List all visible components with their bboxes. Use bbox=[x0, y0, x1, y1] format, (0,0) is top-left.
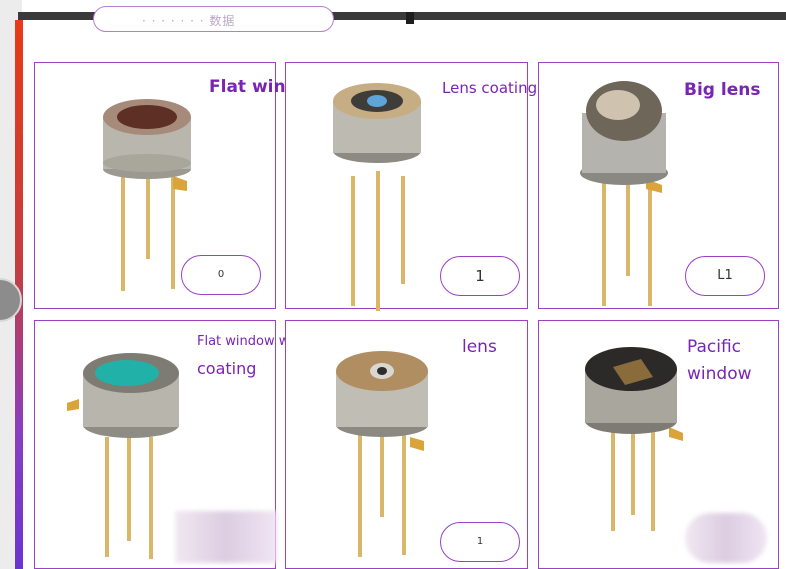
product-card-flat-window-coating[interactable]: Flat window with coating bbox=[34, 320, 306, 569]
product-label-line1: Pacific bbox=[687, 337, 742, 357]
product-badge[interactable]: 1 bbox=[440, 256, 520, 296]
sensor-big-lens-image bbox=[580, 81, 668, 306]
product-label-line2: coating bbox=[197, 359, 257, 378]
sensor-pacific-window-image bbox=[585, 347, 683, 531]
blurred-badge bbox=[175, 511, 277, 563]
category-pill-text: · · · · · · · 数据 bbox=[142, 14, 236, 28]
product-badge[interactable]: 0 bbox=[181, 255, 261, 295]
product-label-line1: Flat window with bbox=[197, 334, 307, 349]
product-card-flat-window[interactable]: Flat window 0 bbox=[34, 62, 325, 309]
product-card-lens-coating[interactable]: Lens coating 1 bbox=[285, 62, 537, 311]
sensor-flat-window-coating-image bbox=[67, 353, 179, 559]
product-card-lens[interactable]: lens 1 bbox=[285, 320, 528, 569]
product-card-big-lens[interactable]: Big lens L1 bbox=[538, 62, 779, 309]
sensor-lens-image bbox=[336, 351, 428, 557]
sensor-flat-window-image bbox=[103, 99, 191, 291]
top-frame-bar bbox=[18, 12, 786, 20]
product-label-line2: window bbox=[687, 364, 752, 384]
product-badge[interactable]: L1 bbox=[685, 256, 765, 296]
product-card-pacific-window[interactable]: Pacific window bbox=[538, 320, 779, 569]
category-pill-button[interactable]: · · · · · · · 数据 bbox=[93, 6, 334, 32]
product-badge[interactable]: 1 bbox=[440, 522, 520, 562]
sensor-lens-coating-image bbox=[333, 83, 421, 311]
product-label: Lens coating bbox=[442, 79, 538, 97]
top-frame-notch bbox=[406, 12, 414, 24]
blurred-badge bbox=[685, 513, 767, 563]
product-label: Big lens bbox=[684, 80, 761, 100]
product-label: lens bbox=[462, 337, 497, 357]
